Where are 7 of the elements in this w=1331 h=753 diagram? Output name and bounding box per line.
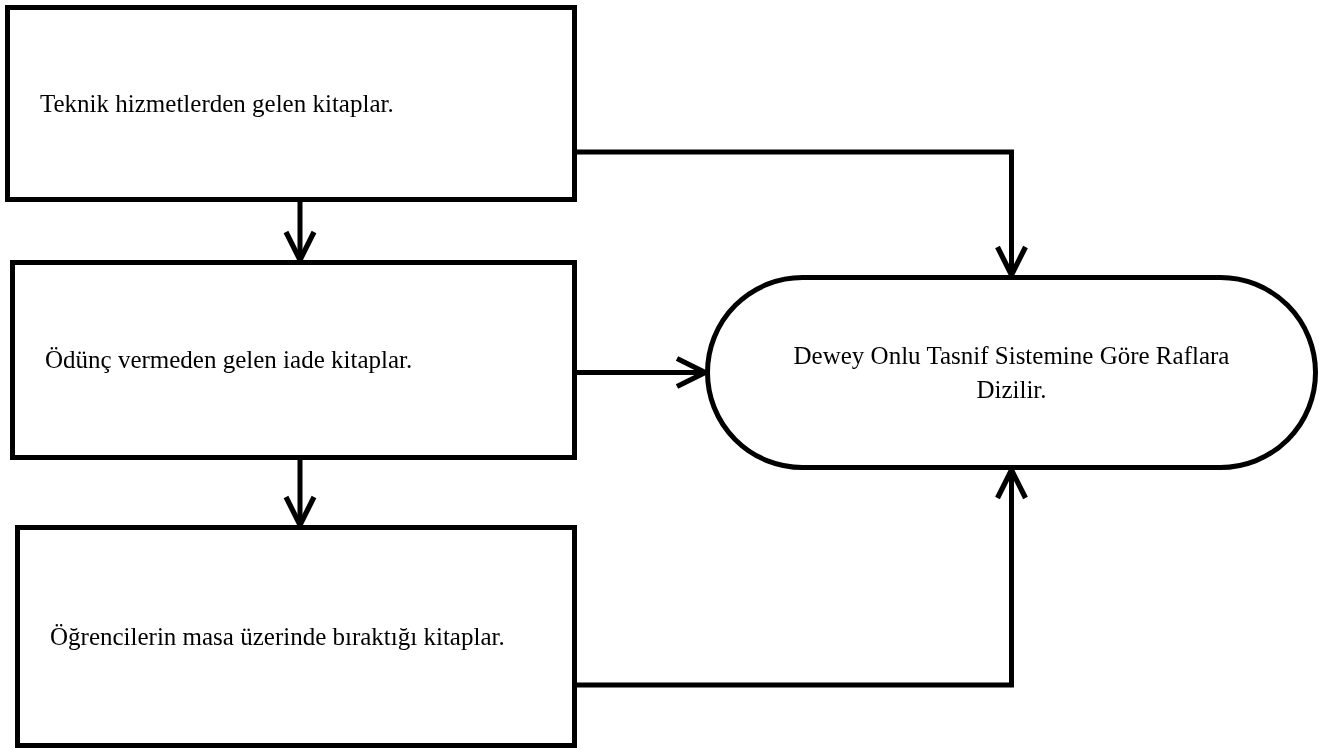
node-text: Dewey Onlu Tasnif Sistemine Göre Raflara Dizilir.	[792, 340, 1231, 405]
node-text: Ödünç vermeden gelen iade kitaplar.	[45, 345, 413, 376]
node-text: Teknik hizmetlerden gelen kitaplar.	[40, 88, 394, 119]
process-box	[15, 525, 577, 748]
node-text: Öğrencilerin masa üzerinde bıraktığı kitaplar.	[50, 621, 505, 652]
process-box	[10, 260, 577, 460]
process-box	[5, 5, 577, 202]
